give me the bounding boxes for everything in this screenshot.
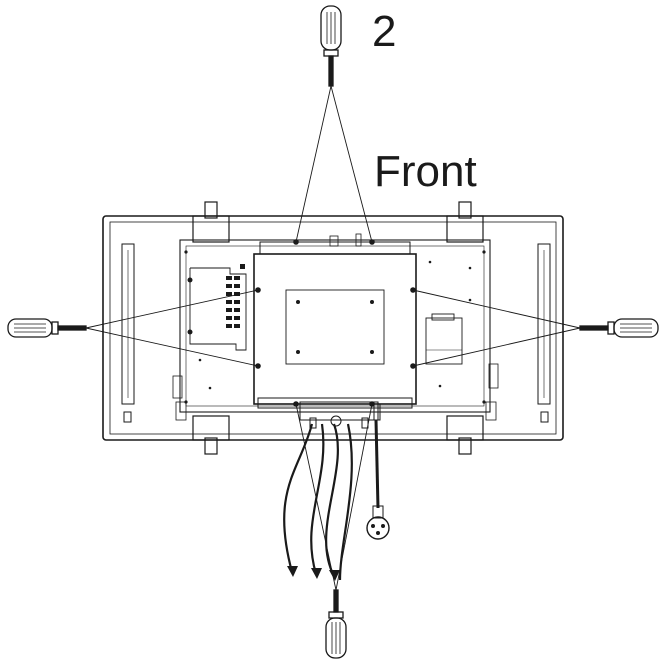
component-box: [425, 313, 463, 365]
front-label: Front: [374, 147, 477, 196]
connector-block: [299, 401, 381, 429]
power-plug-icon: [366, 505, 390, 540]
screwdriver-icon: [7, 318, 87, 338]
back-plate-screws: [184, 250, 486, 404]
display-panel: [102, 215, 564, 441]
circuit-board: [187, 264, 247, 351]
step-number: 2: [372, 7, 397, 56]
screwdriver-icon: [325, 589, 347, 659]
screwdriver-icon: [320, 5, 342, 87]
cable-arrowheads: [287, 566, 340, 581]
screwdriver-icon: [579, 318, 659, 338]
rear-back-plate: [172, 239, 499, 421]
panel-feet: [192, 201, 484, 455]
mounting-plate: [253, 233, 417, 409]
side-rails: [121, 243, 551, 423]
guide-lines: [85, 85, 581, 591]
